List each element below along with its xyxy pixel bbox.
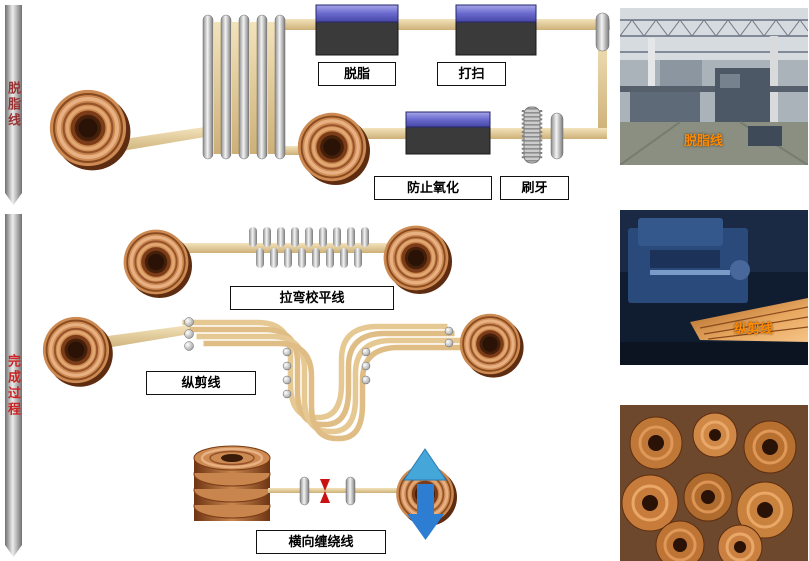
transverse-winding-diagram [193, 445, 459, 540]
sweep-tank [455, 4, 537, 56]
banner-finishing-process: 完成过程 [5, 214, 22, 557]
label-brush: 刷牙 [500, 176, 569, 200]
leveler-rewind-coil [382, 224, 454, 296]
degreasing-line-diagram [47, 4, 610, 187]
traverse-down-arrow-icon [407, 484, 444, 540]
traverse-up-arrow-icon [403, 448, 447, 481]
degrease-tank [315, 4, 399, 56]
banner-degreasing-line: 脱脂线 [5, 5, 22, 205]
photo-slitting-line: 纵剪线 [620, 210, 808, 365]
photo-copper-coils-art [620, 405, 808, 561]
leveler-rollers-bottom [256, 248, 362, 268]
turn-roller [595, 12, 610, 52]
banner-degreasing-line-label: 脱脂线 [6, 81, 21, 129]
label-degrease: 脱脂 [318, 62, 396, 86]
photo-degreasing-line-art [620, 8, 808, 165]
photo-copper-coils [620, 405, 808, 561]
banner-finishing-process-label: 完成过程 [6, 353, 21, 418]
pancake-coil-stack [193, 445, 271, 521]
photo-slitting-line-art [620, 210, 808, 365]
accumulator-rollers [202, 14, 286, 160]
leveler-rollers-top [249, 227, 369, 247]
photo-degreasing-line: 脱脂线 [620, 8, 808, 165]
label-tension-leveling-line: 拉弯校平线 [230, 286, 394, 310]
label-slitting-line: 纵剪线 [146, 371, 256, 395]
photo-degreasing-line-caption: 脱脂线 [684, 133, 724, 148]
payoff-coil [47, 87, 133, 173]
rewind-coil [296, 111, 372, 187]
cutter-marker [320, 479, 330, 503]
label-sweep: 打扫 [437, 62, 506, 86]
slitter-rewind-coil [458, 312, 526, 380]
exit-roller [550, 112, 564, 160]
anti-oxidation-tank [405, 111, 491, 155]
slitting-line-diagram [41, 312, 526, 439]
label-transverse-winding-line: 横向缠绕线 [256, 530, 386, 554]
label-anti-oxidation: 防止氧化 [374, 176, 492, 200]
leveler-payoff-coil [122, 228, 194, 300]
slitter-guide-rollers [184, 317, 454, 399]
slitter-payoff-coil [41, 315, 115, 389]
brush-roller [521, 106, 543, 164]
tension-leveling-diagram [122, 224, 454, 300]
photo-slitting-line-caption: 纵剪线 [734, 321, 774, 336]
